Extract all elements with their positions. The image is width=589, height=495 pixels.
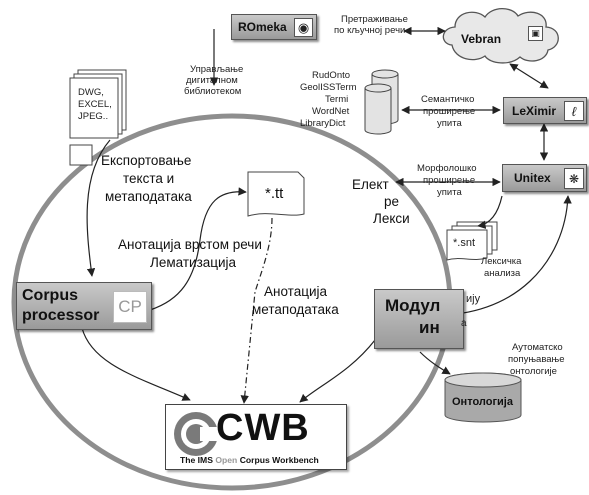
corpus-processor-label-line2: processor <box>22 307 100 324</box>
label-morph-1: Морфолошко <box>417 163 477 174</box>
vebran-label: Vebran <box>461 32 502 46</box>
label-morph-3: упита <box>437 187 462 198</box>
label-keyword-search-1: Претраживање <box>341 14 408 25</box>
label-lexical-2: анализа <box>484 268 521 279</box>
resource-termi: Termi <box>325 94 349 105</box>
label-auto-ontology-3: онтологије <box>510 366 557 377</box>
fragment-leksi: Лекси <box>373 211 410 226</box>
cwb-word: CWB <box>216 407 310 449</box>
cwb-subtitle-open: Open <box>215 455 238 465</box>
label-auto-ontology-2: попуњавање <box>508 354 565 365</box>
romeka-label: ROmeka <box>238 20 287 34</box>
modul-fragment-2: а <box>461 318 467 329</box>
modul-label-line2: ин <box>419 318 440 337</box>
cwb-node: CWB The IMS Open Corpus Workbench <box>165 404 347 470</box>
label-export-2: текста и <box>123 171 175 186</box>
tt-file-label: *.tt <box>265 185 284 202</box>
corpus-processor-node: Corpus processor CP <box>16 282 152 330</box>
romeka-node: ROmeka ◉ <box>231 14 317 40</box>
format-dwg: DWG, <box>78 87 104 98</box>
cwb-subtitle-suffix: Corpus Workbench <box>237 455 319 465</box>
label-semantic-2: проширење <box>423 106 476 117</box>
label-library-mgmt-2: дигиталном <box>186 75 238 86</box>
cp-logo-text: CP <box>118 297 142 316</box>
resource-rudonto: RudOnto <box>312 70 351 81</box>
label-lexical-1: Лексичка <box>481 256 522 267</box>
cwb-logo-icon <box>174 412 220 456</box>
label-morph-2: проширење <box>423 175 476 186</box>
unitex-label: Unitex <box>514 171 551 185</box>
label-library-mgmt-1: Управљање <box>190 64 244 75</box>
source-documents <box>69 69 127 166</box>
label-auto-ontology-1: Аутоматско <box>512 342 563 353</box>
format-excel: EXCEL, <box>78 99 112 110</box>
label-annotation-pos-2: Лематизација <box>150 255 237 270</box>
unitex-node: Unitex ❋ <box>502 164 587 192</box>
cwb-subtitle-prefix: The IMS <box>180 455 216 465</box>
label-export-3: метаподатака <box>105 189 192 204</box>
resource-geolissterm: GeolISSTerm <box>300 82 357 93</box>
tt-document <box>247 171 305 217</box>
format-jpeg: JPEG.. <box>78 111 109 122</box>
cp-logo-icon: CP <box>113 291 147 323</box>
leximir-label: LeXimir <box>512 104 557 118</box>
cwb-title: CWB <box>216 407 310 450</box>
globe-icon: ◉ <box>294 18 313 37</box>
label-keyword-search-2: по кључној речи <box>334 25 406 36</box>
modul-label-line1: Модул <box>385 296 441 315</box>
resource-librarydict: LibraryDict <box>300 118 346 129</box>
modul-fragment-1: ију <box>466 293 481 305</box>
label-export-1: Експортовање <box>101 153 192 168</box>
resource-databases <box>364 69 399 135</box>
cloud-shape <box>442 7 559 64</box>
leximir-node: LeXimir ℓ <box>503 97 587 124</box>
label-semantic-3: упита <box>437 118 462 129</box>
ontologija-label: Онтологија <box>452 396 513 408</box>
resource-wordnet: WordNet <box>312 106 350 117</box>
label-annotation-meta-2: метаподатака <box>252 302 339 317</box>
fragment-re: ре <box>384 194 400 209</box>
cwb-subtitle: The IMS Open Corpus Workbench <box>180 455 319 465</box>
label-semantic-1: Семантичко <box>421 94 475 105</box>
snt-file-label: *.snt <box>453 237 476 249</box>
unitex-logo-icon: ❋ <box>564 168 584 189</box>
vebran-app-icon: ▣ <box>528 26 543 41</box>
label-annotation-pos-1: Анотација врстом речи <box>118 237 262 252</box>
modul-node: Модул ин <box>374 289 464 349</box>
label-library-mgmt-3: библиотеком <box>184 86 242 97</box>
fragment-elekt: Елект <box>352 177 389 192</box>
leximir-logo-icon: ℓ <box>564 101 584 121</box>
snt-documents <box>446 221 498 261</box>
corpus-processor-label-line1: Corpus <box>22 287 78 304</box>
label-annotation-meta-1: Анотација <box>264 284 327 299</box>
